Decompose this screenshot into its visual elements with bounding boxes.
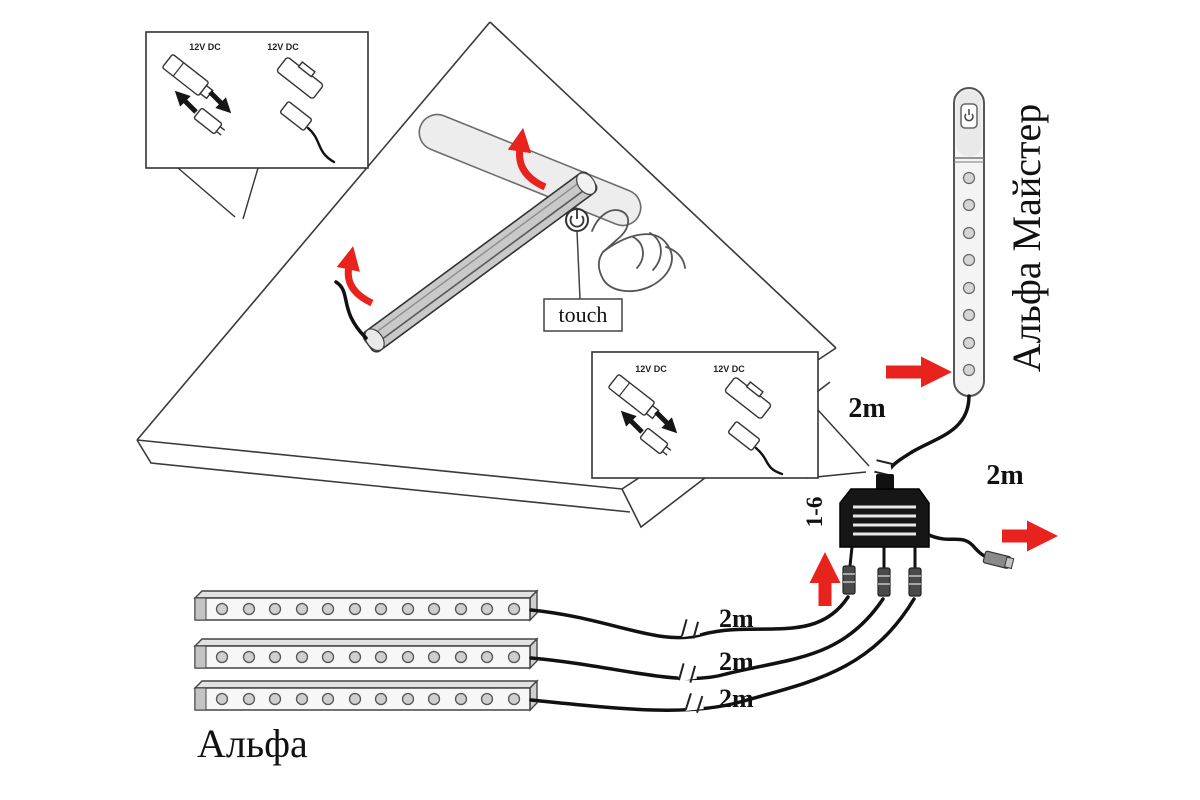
led-dot (962, 363, 976, 377)
master-strip-power-button (960, 103, 978, 129)
led-dot (962, 171, 976, 185)
strip-row-2 (193, 637, 539, 670)
power-icon (964, 109, 974, 122)
strip-end-cap (194, 597, 207, 621)
master-strip: Альфа Майстер (953, 87, 1049, 397)
mated-connector-top (724, 377, 772, 419)
connector-inset-1: 12V DC 12V DC (145, 31, 369, 220)
hand-illustration (591, 209, 686, 293)
touch-label: touch (559, 302, 608, 327)
mate-arrow-down-icon (208, 90, 232, 114)
mated-connector-top (276, 57, 324, 99)
strip-hinge-cap (576, 172, 597, 196)
output-plug-3 (908, 567, 922, 597)
mate-arrow-down-icon (654, 410, 678, 434)
box-body (839, 488, 930, 548)
inset2-right-voltage-label: 12V DC (713, 364, 745, 374)
strip3-cable (529, 597, 916, 712)
inset2-frame (591, 351, 819, 479)
inset1-callout-line-1 (177, 167, 236, 218)
strip-row-3 (193, 679, 539, 712)
mated-connector-bottom (279, 101, 313, 131)
cabinet-edge-front (136, 439, 623, 490)
mated-connector-bottom (727, 421, 761, 451)
mate-arrow-up-icon (174, 90, 198, 114)
touch-sensor (565, 208, 589, 232)
inset1-cable (306, 126, 336, 164)
led-dot (962, 226, 976, 240)
touch-label-box (543, 298, 623, 332)
connector-inset-2: 12V DC 12V DC (591, 351, 870, 479)
strip-end-cap (194, 645, 207, 669)
strips-product-name: Альфа (197, 721, 308, 766)
power-icon (569, 210, 585, 228)
power-cable (927, 533, 990, 560)
inset1-right-voltage-label: 12V DC (267, 42, 299, 52)
power-cable-length: 2m (986, 460, 1023, 491)
female-connector (193, 107, 226, 136)
led-dot (962, 198, 976, 212)
touch-callout: touch (543, 230, 623, 332)
master-cable-length: 2m (848, 393, 885, 424)
led-dot (962, 281, 976, 295)
inset2-callout-line-1 (817, 409, 870, 467)
male-connector (608, 374, 660, 420)
led-dots (215, 602, 521, 616)
output-plug-1 (842, 565, 856, 595)
cable-break-1 (680, 619, 700, 639)
output-plug-2 (877, 567, 891, 597)
led-dots (215, 692, 521, 706)
distribution-box: 1-6 (802, 474, 930, 597)
box-vent-slots (853, 505, 916, 536)
cabinet-edge-right (489, 21, 837, 349)
red-arrow-rotate-upper (507, 127, 547, 191)
inset1-left-voltage-label: 12V DC (189, 42, 221, 52)
master-cable (883, 394, 971, 488)
strip-end-cap (194, 687, 207, 711)
led-dot (962, 308, 976, 322)
strip-end-cap (364, 328, 385, 352)
red-arrow-rotate-lower (336, 246, 374, 307)
cable-break-2 (677, 663, 697, 683)
box-input-connector (876, 474, 894, 490)
inset2-cable (754, 446, 784, 476)
strip1-cable-length: 2m (719, 604, 754, 633)
strip2-cable-length: 2m (719, 647, 754, 676)
strip1-cable (529, 595, 850, 640)
strip3-cable-length: 2m (719, 684, 754, 713)
cabinet-thickness-front (136, 439, 631, 513)
mate-arrow-up-icon (620, 410, 644, 434)
strip-feed-wire (334, 280, 368, 340)
strip2-cable (529, 597, 885, 681)
dc-power-connector (982, 550, 1015, 570)
led-dots (215, 650, 521, 664)
box-ports-label: 1-6 (802, 497, 827, 528)
master-led-dots (962, 171, 976, 377)
cabinet-edge-left (136, 21, 491, 441)
strip-row-1 (193, 589, 539, 622)
led-dot (962, 253, 976, 267)
female-connector (639, 427, 672, 456)
inset1-callout-line-2 (242, 167, 259, 220)
led-dot (962, 336, 976, 350)
inset1-frame (145, 31, 369, 169)
led-strip-installing (362, 171, 598, 353)
master-strip-name: Альфа Майстер (1004, 104, 1049, 372)
cabinet-illustration: touch (136, 21, 837, 529)
cable-break-3 (684, 692, 704, 714)
inset2-left-voltage-label: 12V DC (635, 364, 667, 374)
